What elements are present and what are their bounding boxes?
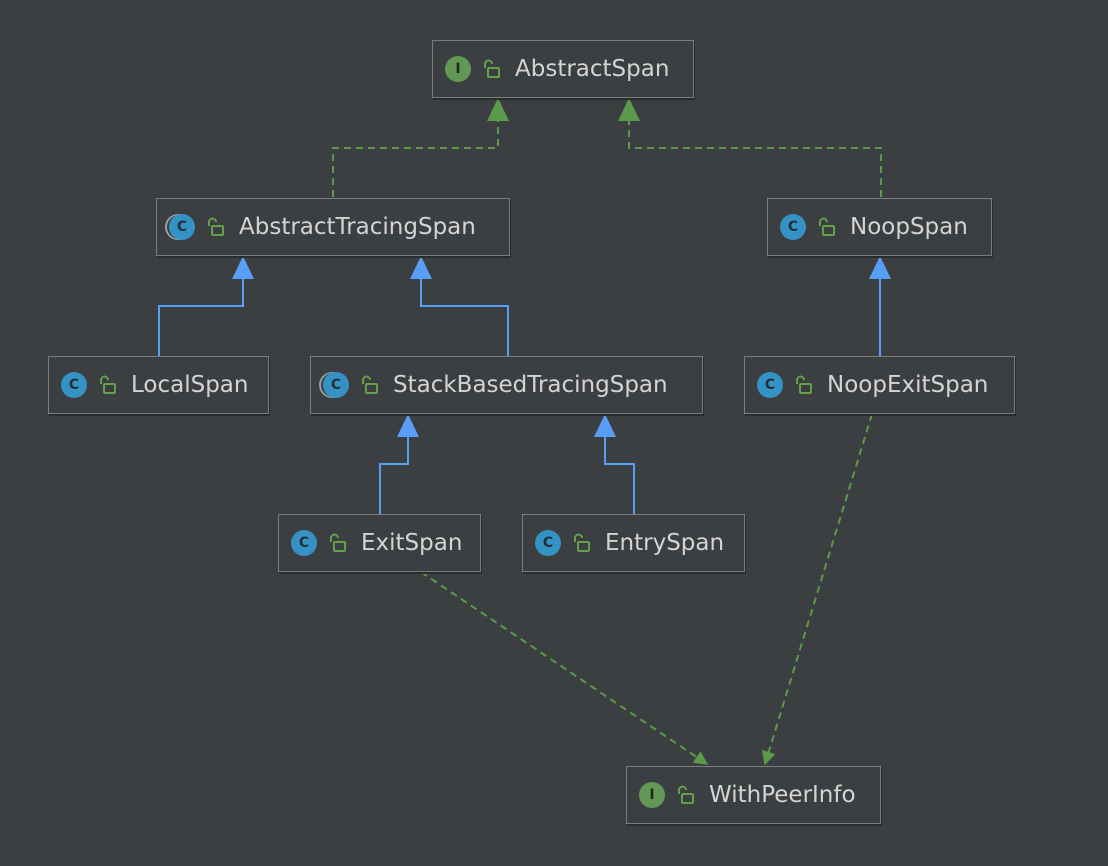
abstract-class-badge-icon: C	[169, 214, 195, 240]
arrowhead-implements-abstractspan-left	[487, 98, 509, 121]
node-label: StackBasedTracingSpan	[393, 372, 668, 398]
node-abstracttracingspan[interactable]: C AbstractTracingSpan	[156, 198, 510, 256]
arrowhead-extends-abstracttracingspan-left	[232, 256, 254, 279]
unlocked-public-icon	[819, 217, 835, 236]
arrowhead-extends-noopspan	[869, 256, 891, 279]
node-label: AbstractTracingSpan	[239, 214, 476, 240]
arrowhead-extends-stackbasedtracingspan-left	[397, 414, 419, 437]
node-exitspan[interactable]: C ExitSpan	[278, 514, 481, 572]
node-noopexitspan[interactable]: C NoopExitSpan	[744, 356, 1015, 414]
unlocked-public-icon	[678, 785, 694, 804]
node-label: NoopSpan	[850, 214, 968, 240]
node-abstractspan[interactable]: I AbstractSpan	[432, 40, 694, 98]
unlocked-public-icon	[796, 375, 812, 394]
node-label: NoopExitSpan	[827, 372, 989, 398]
node-entryspan[interactable]: C EntrySpan	[522, 514, 745, 572]
unlocked-public-icon	[208, 217, 224, 236]
interface-badge-icon: I	[639, 782, 665, 808]
node-label: LocalSpan	[131, 372, 249, 398]
node-stackbasedtracingspan[interactable]: C StackBasedTracingSpan	[310, 356, 703, 414]
abstract-class-badge-icon: C	[323, 372, 349, 398]
node-label: ExitSpan	[361, 530, 463, 556]
arrowhead-extends-stackbasedtracingspan-right	[594, 414, 616, 437]
node-localspan[interactable]: C LocalSpan	[48, 356, 269, 414]
arrowhead-extends-abstracttracingspan-right	[410, 256, 432, 279]
class-badge-icon: C	[757, 372, 783, 398]
edge-localspan-extends-abstracttracingspan	[158, 278, 244, 356]
edge-stackbasedtracingspan-extends-abstracttracingspan	[420, 278, 509, 356]
unlocked-public-icon	[484, 59, 500, 78]
class-badge-icon: C	[780, 214, 806, 240]
edge-noopexitspan-implements-withpeerinfo	[761, 413, 873, 766]
node-label: EntrySpan	[605, 530, 725, 556]
class-badge-icon: C	[535, 530, 561, 556]
class-badge-icon: C	[61, 372, 87, 398]
unlocked-public-icon	[100, 375, 116, 394]
edge-abstracttracingspan-implements-abstractspan	[332, 104, 499, 197]
class-badge-icon: C	[291, 530, 317, 556]
edge-noopspan-implements-abstractspan	[628, 104, 882, 197]
unlocked-public-icon	[362, 375, 378, 394]
node-label: AbstractSpan	[515, 56, 670, 82]
node-noopspan[interactable]: C NoopSpan	[767, 198, 992, 256]
arrowhead-implements-abstractspan-right	[618, 98, 640, 121]
interface-badge-icon: I	[445, 56, 471, 82]
unlocked-public-icon	[574, 533, 590, 552]
node-label: WithPeerInfo	[709, 782, 856, 808]
unlocked-public-icon	[330, 533, 346, 552]
node-withpeerinfo[interactable]: I WithPeerInfo	[626, 766, 881, 824]
edge-exitspan-extends-stackbasedtracingspan	[379, 437, 409, 514]
edge-exitspan-implements-withpeerinfo	[420, 571, 709, 765]
edge-entryspan-extends-stackbasedtracingspan	[604, 437, 635, 514]
